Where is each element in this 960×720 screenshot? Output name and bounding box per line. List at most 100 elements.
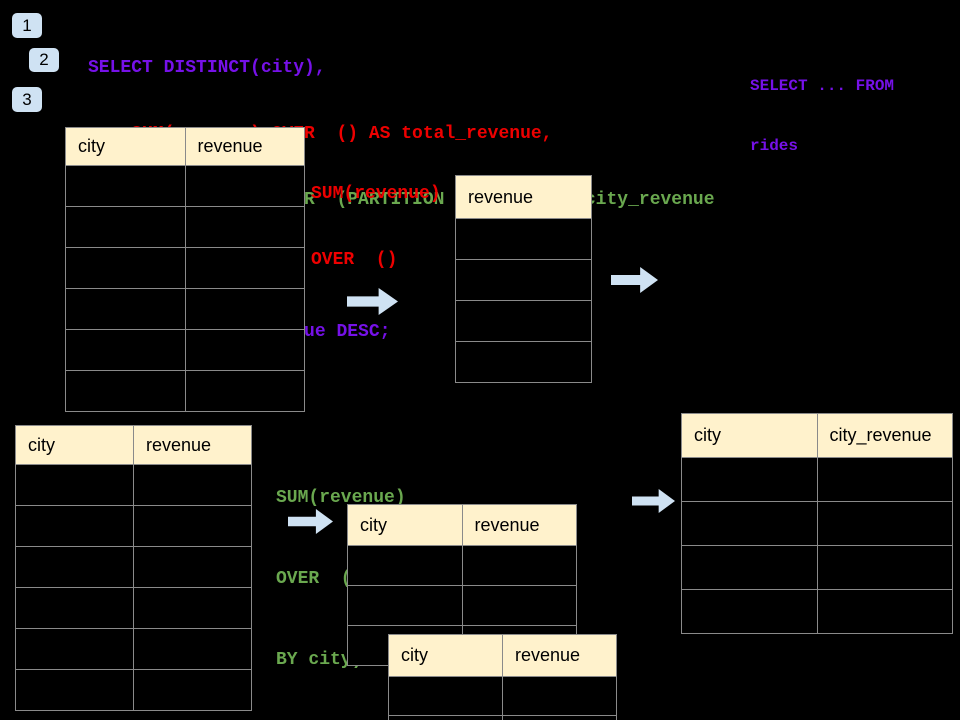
- label-line: SUM(revenue): [311, 184, 441, 204]
- table-cell: [347, 545, 463, 586]
- label-line: SUM(revenue): [276, 488, 406, 508]
- table-cell: [133, 669, 252, 711]
- table-cell: [65, 329, 186, 371]
- label-sum-over-total: SUM(revenue) OVER (): [311, 139, 441, 315]
- table-row: [15, 546, 252, 588]
- table-cell: [681, 589, 818, 634]
- sql-code-line-select: SELECT DISTINCT(city),: [88, 58, 326, 78]
- table-cell: [816, 545, 953, 590]
- column-header: revenue: [184, 127, 305, 166]
- column-header: revenue: [455, 175, 592, 219]
- table-cell: [681, 501, 818, 546]
- table-row: [455, 218, 592, 260]
- table-cell: [681, 457, 818, 502]
- table-cell: [65, 206, 186, 248]
- table-cell: [65, 247, 186, 289]
- table-cell: [184, 247, 305, 289]
- table-row: [681, 501, 953, 546]
- table-cell: [461, 545, 577, 586]
- table-cell: [133, 587, 252, 629]
- table-row: [347, 545, 577, 586]
- table-row: [65, 247, 305, 289]
- table-cell: [816, 589, 953, 634]
- column-header: city: [681, 413, 818, 458]
- table-cell: [681, 545, 818, 590]
- table-cell: [184, 370, 305, 412]
- table-header-row: revenue: [455, 175, 592, 219]
- column-header: city_revenue: [816, 413, 953, 458]
- table-cell: [816, 457, 953, 502]
- table-row: [15, 669, 252, 711]
- table-cell: [388, 676, 503, 716]
- table-row: [65, 288, 305, 330]
- column-header: city: [388, 634, 503, 677]
- table-cell: [133, 464, 252, 506]
- table-cell: [502, 676, 617, 716]
- table-row: [15, 628, 252, 670]
- column-header: revenue: [133, 425, 252, 465]
- table-cell: [184, 165, 305, 207]
- table-cell: [15, 669, 134, 711]
- table-cell: [184, 329, 305, 371]
- table-row: [455, 341, 592, 383]
- table-cell: [455, 259, 592, 301]
- table-row: [347, 585, 577, 626]
- column-header: city: [65, 127, 186, 166]
- table-row: [455, 259, 592, 301]
- step-badge-2: 2: [29, 48, 59, 72]
- note-line: SELECT ... FROM: [750, 77, 895, 95]
- table-cell: [15, 505, 134, 547]
- label-line: OVER (): [311, 250, 398, 270]
- right-arrow-icon: [632, 489, 675, 513]
- table-cell: [455, 341, 592, 383]
- table-row: [388, 715, 617, 720]
- table-cell: [816, 501, 953, 546]
- table-cell: [65, 370, 186, 412]
- column-header: city: [347, 504, 463, 546]
- table-cell: [347, 585, 463, 626]
- table-cell: [184, 206, 305, 248]
- table-total-revenue-result: revenue: [455, 175, 592, 383]
- column-header: city: [15, 425, 134, 465]
- column-header: revenue: [502, 634, 617, 677]
- note-select-from-rides: SELECT ... FROM rides: [750, 36, 894, 196]
- table-cell: [15, 587, 134, 629]
- note-line: rides: [750, 137, 799, 155]
- table-cell: [15, 546, 134, 588]
- table-row: [65, 370, 305, 412]
- table-row: [455, 300, 592, 342]
- table-cell: [184, 288, 305, 330]
- table-cell: [133, 628, 252, 670]
- table-row: [681, 457, 953, 502]
- column-header: revenue: [461, 504, 577, 546]
- table-row: [15, 464, 252, 506]
- table-row: [65, 165, 305, 207]
- table-cell: [455, 218, 592, 260]
- table-cell: [15, 464, 134, 506]
- table-cell: [65, 165, 186, 207]
- table-row: [681, 545, 953, 590]
- table-row: [65, 206, 305, 248]
- table-row: [388, 676, 617, 716]
- table-cell: [502, 715, 617, 720]
- step-badge-1: 1: [12, 13, 42, 38]
- table-row: [15, 505, 252, 547]
- table-cell: [455, 300, 592, 342]
- table-row: [15, 587, 252, 629]
- step-badge-3: 3: [12, 87, 42, 112]
- table-cell: [15, 628, 134, 670]
- table-cell: [65, 288, 186, 330]
- table-cell: [388, 715, 503, 720]
- table-row: [681, 589, 953, 634]
- table-row: [65, 329, 305, 371]
